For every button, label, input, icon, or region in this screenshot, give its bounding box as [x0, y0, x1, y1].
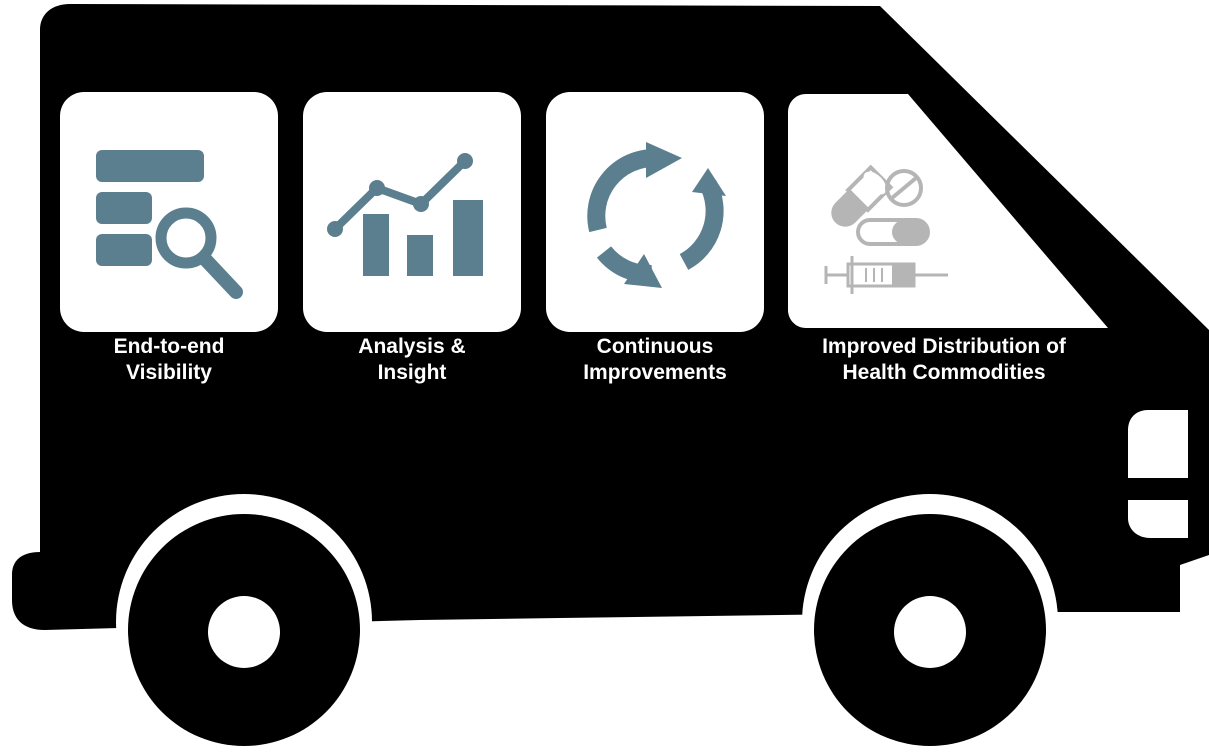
feature-card-visibility [60, 92, 278, 332]
feature-card-distribution [788, 94, 1108, 334]
medicine-syringe-icon [824, 164, 948, 294]
feature-label-line1: Improved Distribution of [822, 335, 1066, 358]
van-window [788, 94, 1108, 328]
rear-wheel-hub [208, 596, 280, 668]
feature-label-line2: Visibility [126, 361, 212, 384]
line-bar-chart-icon [327, 153, 483, 276]
feature-label-line1: Continuous [596, 335, 714, 358]
database-search-icon [96, 150, 243, 299]
feature-label-improvements: Continuous Improvements [526, 334, 784, 386]
headlight [1128, 410, 1188, 478]
feature-label-distribution: Improved Distribution of Health Commodit… [788, 334, 1100, 386]
front-wheel-hub [894, 596, 966, 668]
feature-label-line2: Insight [377, 361, 447, 384]
feature-label-line1: End-to-end [113, 335, 225, 358]
refresh-cycle-icon [587, 142, 726, 288]
feature-card-improvements [546, 92, 764, 332]
feature-card-analysis [303, 92, 521, 332]
feature-label-visibility: End-to-end Visibility [40, 334, 298, 386]
bumper-light [1128, 500, 1188, 538]
feature-label-line2: Improvements [583, 361, 727, 384]
feature-label-analysis: Analysis & Insight [283, 334, 541, 386]
feature-label-line1: Analysis & [358, 335, 466, 358]
feature-label-line2: Health Commodities [842, 361, 1046, 384]
